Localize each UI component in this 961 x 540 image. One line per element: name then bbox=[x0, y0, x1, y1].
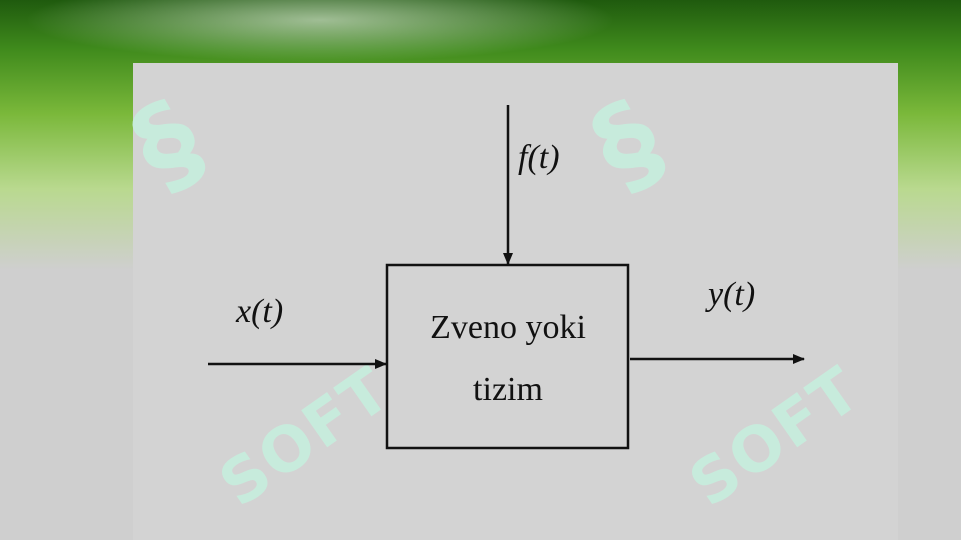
slide-content-panel bbox=[133, 63, 898, 540]
system-block bbox=[385, 263, 630, 450]
output-label: y(t) bbox=[705, 276, 755, 313]
block-label-line2: tizim bbox=[473, 371, 543, 408]
block-label-line1: Zveno yoki bbox=[430, 309, 586, 346]
disturbance-label: f(t) bbox=[518, 139, 560, 176]
input-label: x(t) bbox=[235, 293, 283, 330]
